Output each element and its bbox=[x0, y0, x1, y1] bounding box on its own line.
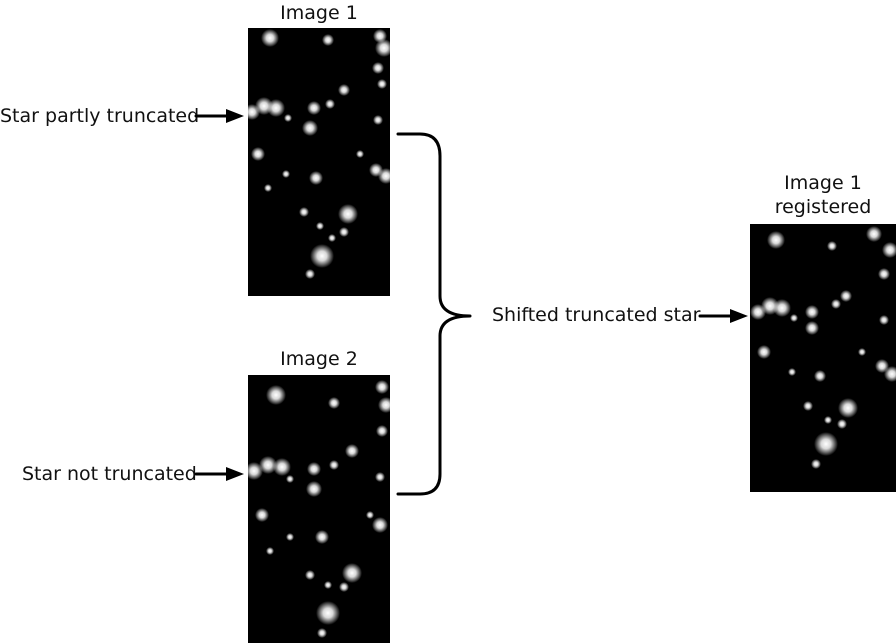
star-not-truncated-label: Star not truncated bbox=[22, 463, 197, 485]
star bbox=[306, 481, 322, 497]
star bbox=[309, 171, 323, 185]
star bbox=[255, 508, 269, 522]
star bbox=[803, 401, 813, 411]
star bbox=[266, 385, 286, 405]
star bbox=[261, 29, 279, 47]
star bbox=[805, 321, 819, 335]
star bbox=[310, 244, 334, 268]
star bbox=[375, 39, 390, 57]
star bbox=[378, 168, 390, 184]
star bbox=[329, 460, 339, 470]
image2-title: Image 2 bbox=[280, 348, 358, 370]
star bbox=[286, 475, 294, 483]
star bbox=[827, 241, 837, 251]
star bbox=[305, 570, 315, 580]
star bbox=[264, 184, 272, 192]
registered-title-line2: registered bbox=[774, 196, 872, 218]
star bbox=[316, 222, 324, 230]
star bbox=[773, 299, 791, 317]
star bbox=[790, 314, 798, 322]
star bbox=[324, 581, 332, 589]
star bbox=[307, 462, 321, 476]
star bbox=[757, 345, 771, 359]
star bbox=[325, 99, 335, 109]
star bbox=[286, 533, 294, 541]
star bbox=[837, 419, 847, 429]
star bbox=[878, 268, 890, 280]
star bbox=[307, 101, 321, 115]
star bbox=[831, 299, 841, 309]
arrowhead-icon bbox=[226, 467, 244, 481]
star bbox=[299, 207, 309, 217]
star bbox=[788, 368, 796, 376]
star bbox=[284, 114, 292, 122]
arrowhead-icon bbox=[730, 309, 748, 323]
star bbox=[328, 234, 336, 242]
star bbox=[866, 226, 882, 242]
shifted-truncated-star-label: Shifted truncated star bbox=[492, 304, 701, 326]
star bbox=[317, 628, 327, 638]
star bbox=[884, 366, 896, 382]
star bbox=[378, 397, 390, 413]
star bbox=[838, 398, 858, 418]
image2-starfield bbox=[248, 380, 390, 638]
star bbox=[345, 444, 359, 458]
star bbox=[356, 150, 364, 158]
star bbox=[338, 204, 358, 224]
star bbox=[266, 547, 274, 555]
star bbox=[339, 582, 349, 592]
star bbox=[316, 601, 340, 625]
image2-panel bbox=[248, 375, 390, 643]
star bbox=[338, 84, 350, 96]
registered-starfield bbox=[750, 226, 896, 469]
registered-title-line1: Image 1 bbox=[784, 172, 862, 194]
merge-bracket bbox=[396, 132, 472, 496]
star bbox=[372, 517, 388, 533]
star bbox=[322, 34, 334, 46]
star bbox=[315, 530, 329, 544]
star bbox=[251, 147, 265, 161]
arrowhead-icon bbox=[226, 109, 244, 123]
star bbox=[882, 242, 896, 258]
image1-starfield bbox=[248, 29, 390, 279]
star bbox=[375, 472, 385, 482]
star bbox=[339, 227, 349, 237]
star bbox=[372, 62, 384, 74]
star bbox=[805, 305, 819, 319]
star bbox=[366, 511, 374, 519]
star bbox=[377, 79, 387, 89]
star bbox=[375, 380, 389, 394]
star bbox=[858, 348, 866, 356]
registered-image-panel bbox=[750, 224, 896, 492]
star bbox=[879, 315, 889, 325]
star-partly-truncated-label: Star partly truncated bbox=[0, 105, 200, 127]
star bbox=[376, 425, 388, 437]
star bbox=[305, 269, 315, 279]
star bbox=[267, 99, 285, 117]
star bbox=[328, 397, 340, 409]
image1-title: Image 1 bbox=[280, 2, 358, 24]
star bbox=[824, 416, 832, 424]
star bbox=[259, 456, 277, 474]
star bbox=[767, 231, 785, 249]
star bbox=[342, 563, 362, 583]
star bbox=[373, 115, 383, 125]
star bbox=[302, 120, 318, 136]
star bbox=[282, 170, 290, 178]
star bbox=[811, 459, 821, 469]
image1-panel bbox=[248, 28, 390, 296]
star bbox=[814, 370, 826, 382]
star bbox=[273, 458, 291, 476]
star bbox=[840, 290, 852, 302]
star bbox=[814, 432, 838, 456]
